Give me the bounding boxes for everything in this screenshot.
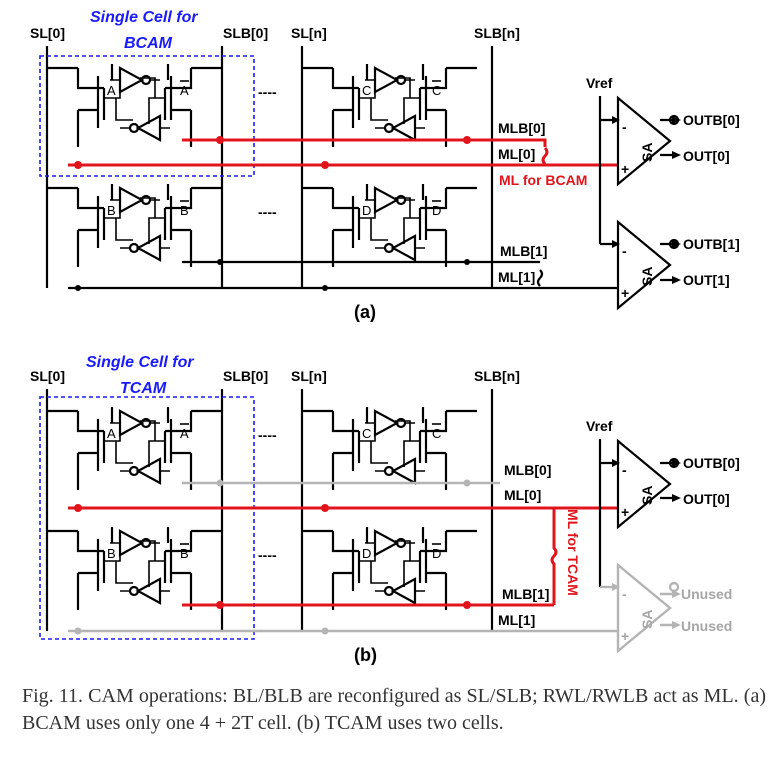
panel-a-label: (a)	[354, 302, 376, 322]
panel-a: SL[0] SLB[0] SL[n] SLB[n] Single Cell fo…	[30, 9, 740, 322]
cell-title-line1: Single Cell for	[90, 9, 198, 26]
slbn-label: SLB[n]	[474, 25, 520, 41]
mlb1-label: MLB[1]	[502, 586, 549, 602]
slbn-label: SLB[n]	[474, 368, 520, 384]
node-bbar: B	[180, 203, 189, 218]
ml0-label: ML[0]	[504, 487, 541, 503]
tcam-cell-outline	[39, 396, 255, 640]
node-cbar: C	[432, 426, 441, 441]
sa1-plus: +	[621, 285, 629, 301]
cell-d-bn	[300, 182, 479, 269]
node-a: A	[107, 426, 116, 441]
dots-row1: ----	[258, 547, 277, 563]
mlb-ml-short	[541, 146, 549, 166]
dots-row1: ----	[258, 204, 277, 220]
node-b: B	[107, 546, 116, 561]
bcam-cell-outline	[39, 55, 255, 177]
sa1-label: SA	[639, 267, 655, 286]
cell-c-bn	[300, 405, 479, 492]
node-abar: A	[180, 83, 189, 98]
sa0-plus: +	[621, 504, 629, 520]
node-d: D	[362, 203, 371, 218]
sa0-label: SA	[639, 486, 655, 505]
ml1-label: ML[1]	[498, 269, 535, 285]
sa1-plus: +	[621, 628, 629, 644]
dots-row0: ----	[258, 84, 277, 100]
outb0-label: OUTB[0]	[683, 455, 740, 471]
out0-label: OUT[0]	[683, 491, 730, 507]
cell-c-bn	[300, 62, 479, 149]
vref-label: Vref	[586, 418, 613, 434]
node-a: A	[107, 83, 116, 98]
node-cbar: C	[432, 83, 441, 98]
node-abar: A	[180, 426, 189, 441]
sln-label: SL[n]	[291, 25, 327, 41]
search-lines	[45, 46, 494, 288]
node-dbar: D	[432, 546, 441, 561]
sl0-label: SL[0]	[30, 25, 65, 41]
cell-a-b0	[45, 405, 224, 492]
panel-b-label: (b)	[354, 645, 377, 665]
cell-b-b0	[45, 525, 224, 612]
ml-for-bcam-label: ML for BCAM	[499, 172, 587, 188]
mlb0-label: MLB[0]	[498, 120, 545, 136]
sa0-label: SA	[639, 143, 655, 162]
sln-label: SL[n]	[291, 368, 327, 384]
ml-for-tcam-label: ML for TCAM	[565, 509, 581, 596]
cell-b-b0	[45, 182, 224, 269]
sa1-minus: -	[622, 243, 627, 259]
mlb0-line	[182, 138, 547, 147]
sl0-label: SL[0]	[30, 368, 65, 384]
node-bbar: B	[180, 546, 189, 561]
node-b: B	[107, 203, 116, 218]
cell-a-b0	[45, 62, 224, 149]
ml1-label: ML[1]	[498, 612, 535, 628]
node-d: D	[362, 546, 371, 561]
slb0-label: SLB[0]	[223, 368, 268, 384]
outb1-label: OUTB[1]	[683, 236, 740, 252]
figure-caption: Fig. 11. CAM operations: BL/BLB are reco…	[22, 685, 766, 734]
cell-d-bn	[300, 525, 479, 612]
cell-title-line2: BCAM	[124, 35, 173, 52]
mlb0-label: MLB[0]	[504, 462, 551, 478]
slb0-label: SLB[0]	[223, 25, 268, 41]
mlb1-label: MLB[1]	[500, 243, 547, 259]
sa1-minus: -	[622, 586, 627, 602]
node-c: C	[362, 426, 371, 441]
vref-label: Vref	[586, 75, 613, 91]
sa0-minus: -	[622, 462, 627, 478]
cell-title-line1: Single Cell for	[86, 354, 194, 371]
panel-b: SL[0] SLB[0] SL[n] SLB[n] Single Cell fo…	[30, 354, 740, 665]
ml-mlb-link	[550, 508, 558, 605]
cam-operations-figure: SL[0] SLB[0] SL[n] SLB[n] Single Cell fo…	[30, 9, 740, 665]
outb0-label: OUTB[0]	[683, 112, 740, 128]
sa1-label: SA	[639, 610, 655, 629]
unused-label-1: Unused	[681, 586, 732, 602]
sa0-minus: -	[622, 119, 627, 135]
search-lines	[45, 389, 494, 631]
sa0-plus: +	[621, 161, 629, 177]
ml0-label: ML[0]	[498, 146, 535, 162]
unused-label-2: Unused	[681, 618, 732, 634]
node-c: C	[362, 83, 371, 98]
out0-label: OUT[0]	[683, 148, 730, 164]
dots-row0: ----	[258, 427, 277, 443]
out1-label: OUT[1]	[683, 272, 730, 288]
cell-title-line2: TCAM	[120, 380, 167, 397]
node-dbar: D	[432, 203, 441, 218]
